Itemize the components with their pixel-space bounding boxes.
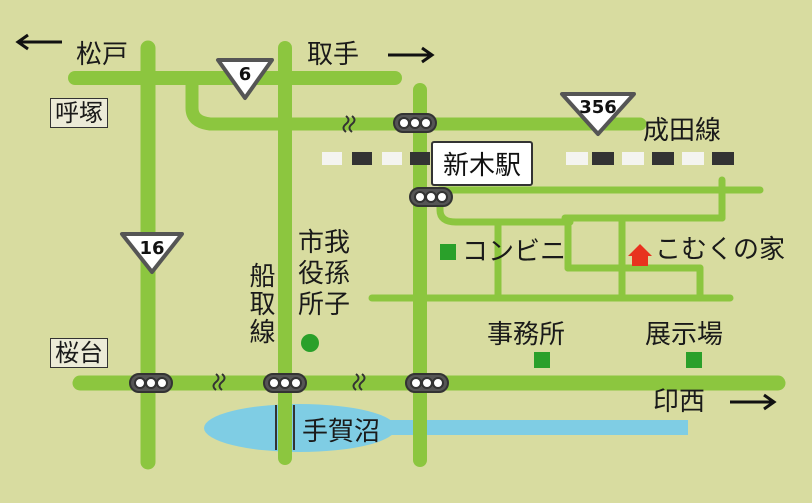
komuku-house-marker-icon: [628, 244, 652, 266]
label-toride: 取手: [307, 40, 360, 70]
arrows: [15, 33, 777, 411]
route-shield-356-icon: [560, 92, 636, 136]
road-north: [185, 71, 647, 131]
signal-sakuradai: [129, 373, 173, 393]
convenience-store-marker-icon: [440, 244, 456, 260]
city-office-marker-icon: [301, 334, 319, 352]
arrow-toride-icon: [388, 46, 435, 64]
signal-north: [393, 113, 437, 133]
tega-marsh-water: [204, 404, 396, 452]
label-tega-marsh: 手賀沼: [302, 417, 381, 447]
label-matsudo: 松戸: [76, 40, 129, 70]
label-inzai: 印西: [653, 387, 706, 417]
route-6-number: 6: [238, 64, 252, 85]
signal-funatori: [263, 373, 307, 393]
station-shinkiba: 新木駅: [431, 141, 534, 186]
arrow-matsudo-icon: [15, 33, 62, 51]
route-356-number: 356: [579, 97, 617, 118]
label-narita-line: 成田線: [643, 116, 722, 146]
route-shield-16-icon: [120, 232, 184, 274]
break-marks: [212, 115, 366, 391]
route-shield-6-icon: [216, 58, 274, 100]
route-16-number: 16: [139, 238, 165, 259]
narita-railway: [322, 152, 734, 165]
arrow-inzai-icon: [730, 393, 777, 411]
label-sakuradai: 桜台: [50, 338, 108, 368]
label-yobitsuka: 呼塚: [50, 98, 108, 128]
label-komuku-house: こむくの家: [655, 235, 786, 265]
label-office: 事務所: [487, 320, 566, 350]
tega-marsh-channel: [380, 420, 688, 435]
label-convenience-store: コンビニ: [462, 237, 567, 267]
signal-station: [409, 187, 453, 207]
label-exhibition: 展示場: [645, 320, 724, 350]
exhibition-marker-icon: [686, 352, 702, 368]
office-marker-icon: [534, 352, 550, 368]
traffic-signals: [129, 113, 453, 393]
signal-south-east: [405, 373, 449, 393]
local-roads: [368, 176, 764, 302]
bridge-marks: [275, 405, 295, 450]
label-funatori-line: 船取線: [245, 262, 275, 346]
label-abiko-city-office: 市我役孫所子: [298, 228, 351, 320]
